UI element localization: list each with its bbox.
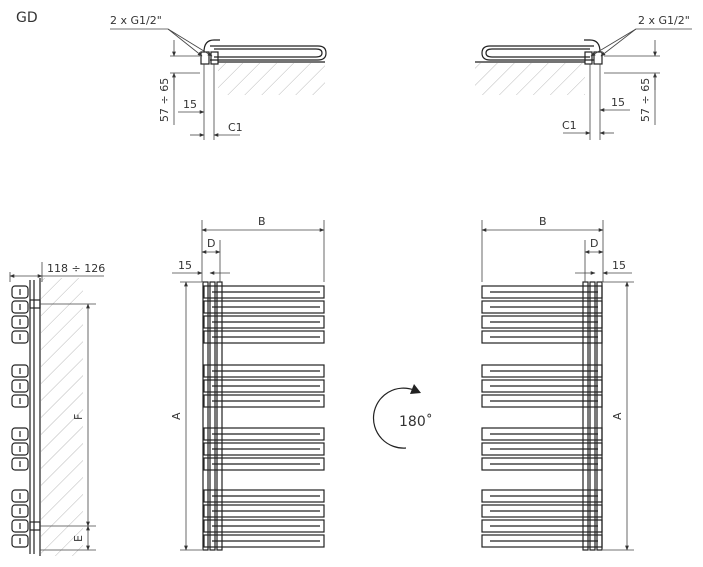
dim-d-right: D — [590, 237, 598, 250]
radiator-tube — [481, 442, 603, 456]
radiator-tube — [203, 427, 325, 441]
radiator-tube — [203, 394, 325, 408]
radiator-tube — [481, 534, 603, 548]
dim-a-left: A — [170, 412, 183, 420]
connector-right — [584, 51, 593, 65]
radiator-tube — [481, 330, 603, 344]
radiator-tube — [203, 379, 325, 393]
rotation-label: 180˚ — [399, 413, 433, 430]
side-tube — [11, 504, 29, 518]
dim-c1-left: C1 — [228, 121, 243, 134]
side-tube — [11, 519, 29, 533]
radiator-tube — [203, 457, 325, 471]
radiator-tube — [481, 379, 603, 393]
radiator-tube — [481, 519, 603, 533]
dim-57-65-left: 57 ÷ 65 — [158, 78, 171, 122]
dim-15-front-left: 15 — [178, 259, 192, 272]
dim-57-65-right: 57 ÷ 65 — [639, 78, 652, 122]
dim-118-126: 118 ÷ 126 — [47, 262, 105, 275]
radiator-tube — [203, 300, 325, 314]
wall-bracket-bottom — [29, 521, 41, 531]
radiator-tube — [481, 427, 603, 441]
radiator-tube — [203, 330, 325, 344]
side-tube — [11, 534, 29, 548]
wall-hatch-right — [475, 63, 585, 95]
collector-left-a — [202, 281, 209, 551]
dim-e: E — [72, 535, 85, 542]
side-tube — [11, 394, 29, 408]
dim-a-right: A — [611, 412, 624, 420]
side-tube — [11, 315, 29, 329]
radiator-tube — [481, 300, 603, 314]
pipe-spec-left: 2 x G1/2" — [110, 14, 162, 27]
radiator-tube — [203, 519, 325, 533]
radiator-tube — [481, 315, 603, 329]
rotation-symbol: 180˚ — [372, 384, 433, 449]
model-label: GD — [16, 10, 38, 26]
radiator-tube — [481, 489, 603, 503]
dim-f: F — [72, 414, 85, 420]
dim-15-front-right: 15 — [612, 259, 626, 272]
side-tube — [11, 285, 29, 299]
radiator-tube — [481, 504, 603, 518]
radiator-tube — [203, 315, 325, 329]
radiator-tube — [203, 285, 325, 299]
radiator-body-top-right — [481, 45, 594, 61]
radiator-tube — [481, 285, 603, 299]
pipe-spec-right: 2 x G1/2" — [638, 14, 690, 27]
dim-d-left: D — [207, 237, 215, 250]
side-tube — [11, 379, 29, 393]
wall-hatch-side — [41, 278, 83, 556]
side-tube — [11, 457, 29, 471]
side-tube — [11, 427, 29, 441]
radiator-tube — [203, 489, 325, 503]
side-tube — [11, 489, 29, 503]
radiator-tube — [481, 457, 603, 471]
side-tube — [11, 330, 29, 344]
radiator-tube — [203, 504, 325, 518]
front-view-left: B D 15 A — [170, 215, 325, 551]
side-tube — [11, 300, 29, 314]
radiator-tube — [481, 364, 603, 378]
dim-15-right: 15 — [611, 96, 625, 109]
radiator-tube — [203, 364, 325, 378]
dim-b-right: B — [539, 215, 547, 228]
rotation-arrowhead-icon — [410, 384, 421, 394]
radiator-tube — [203, 442, 325, 456]
radiator-tube — [481, 394, 603, 408]
dim-b-left: B — [258, 215, 266, 228]
dim-15-left: 15 — [183, 98, 197, 111]
side-view: 118 ÷ 126 F E — [9, 262, 105, 556]
wall-bracket-top — [29, 299, 41, 309]
radiator-body-top-left — [210, 45, 327, 61]
rotation-arc-icon — [372, 387, 415, 449]
front-view-right: B D 15 A — [481, 215, 634, 551]
collector-right-a — [582, 281, 589, 551]
radiator-tube — [203, 534, 325, 548]
top-view-left: 2 x G1/2" 57 ÷ 65 15 C1 — [110, 14, 327, 140]
side-tube — [11, 442, 29, 456]
top-view-right: 2 x G1/2" 57 ÷ 65 15 C1 — [475, 14, 692, 140]
wall-hatch-left — [218, 63, 325, 95]
side-tube — [11, 364, 29, 378]
dim-c1-right: C1 — [562, 119, 577, 132]
